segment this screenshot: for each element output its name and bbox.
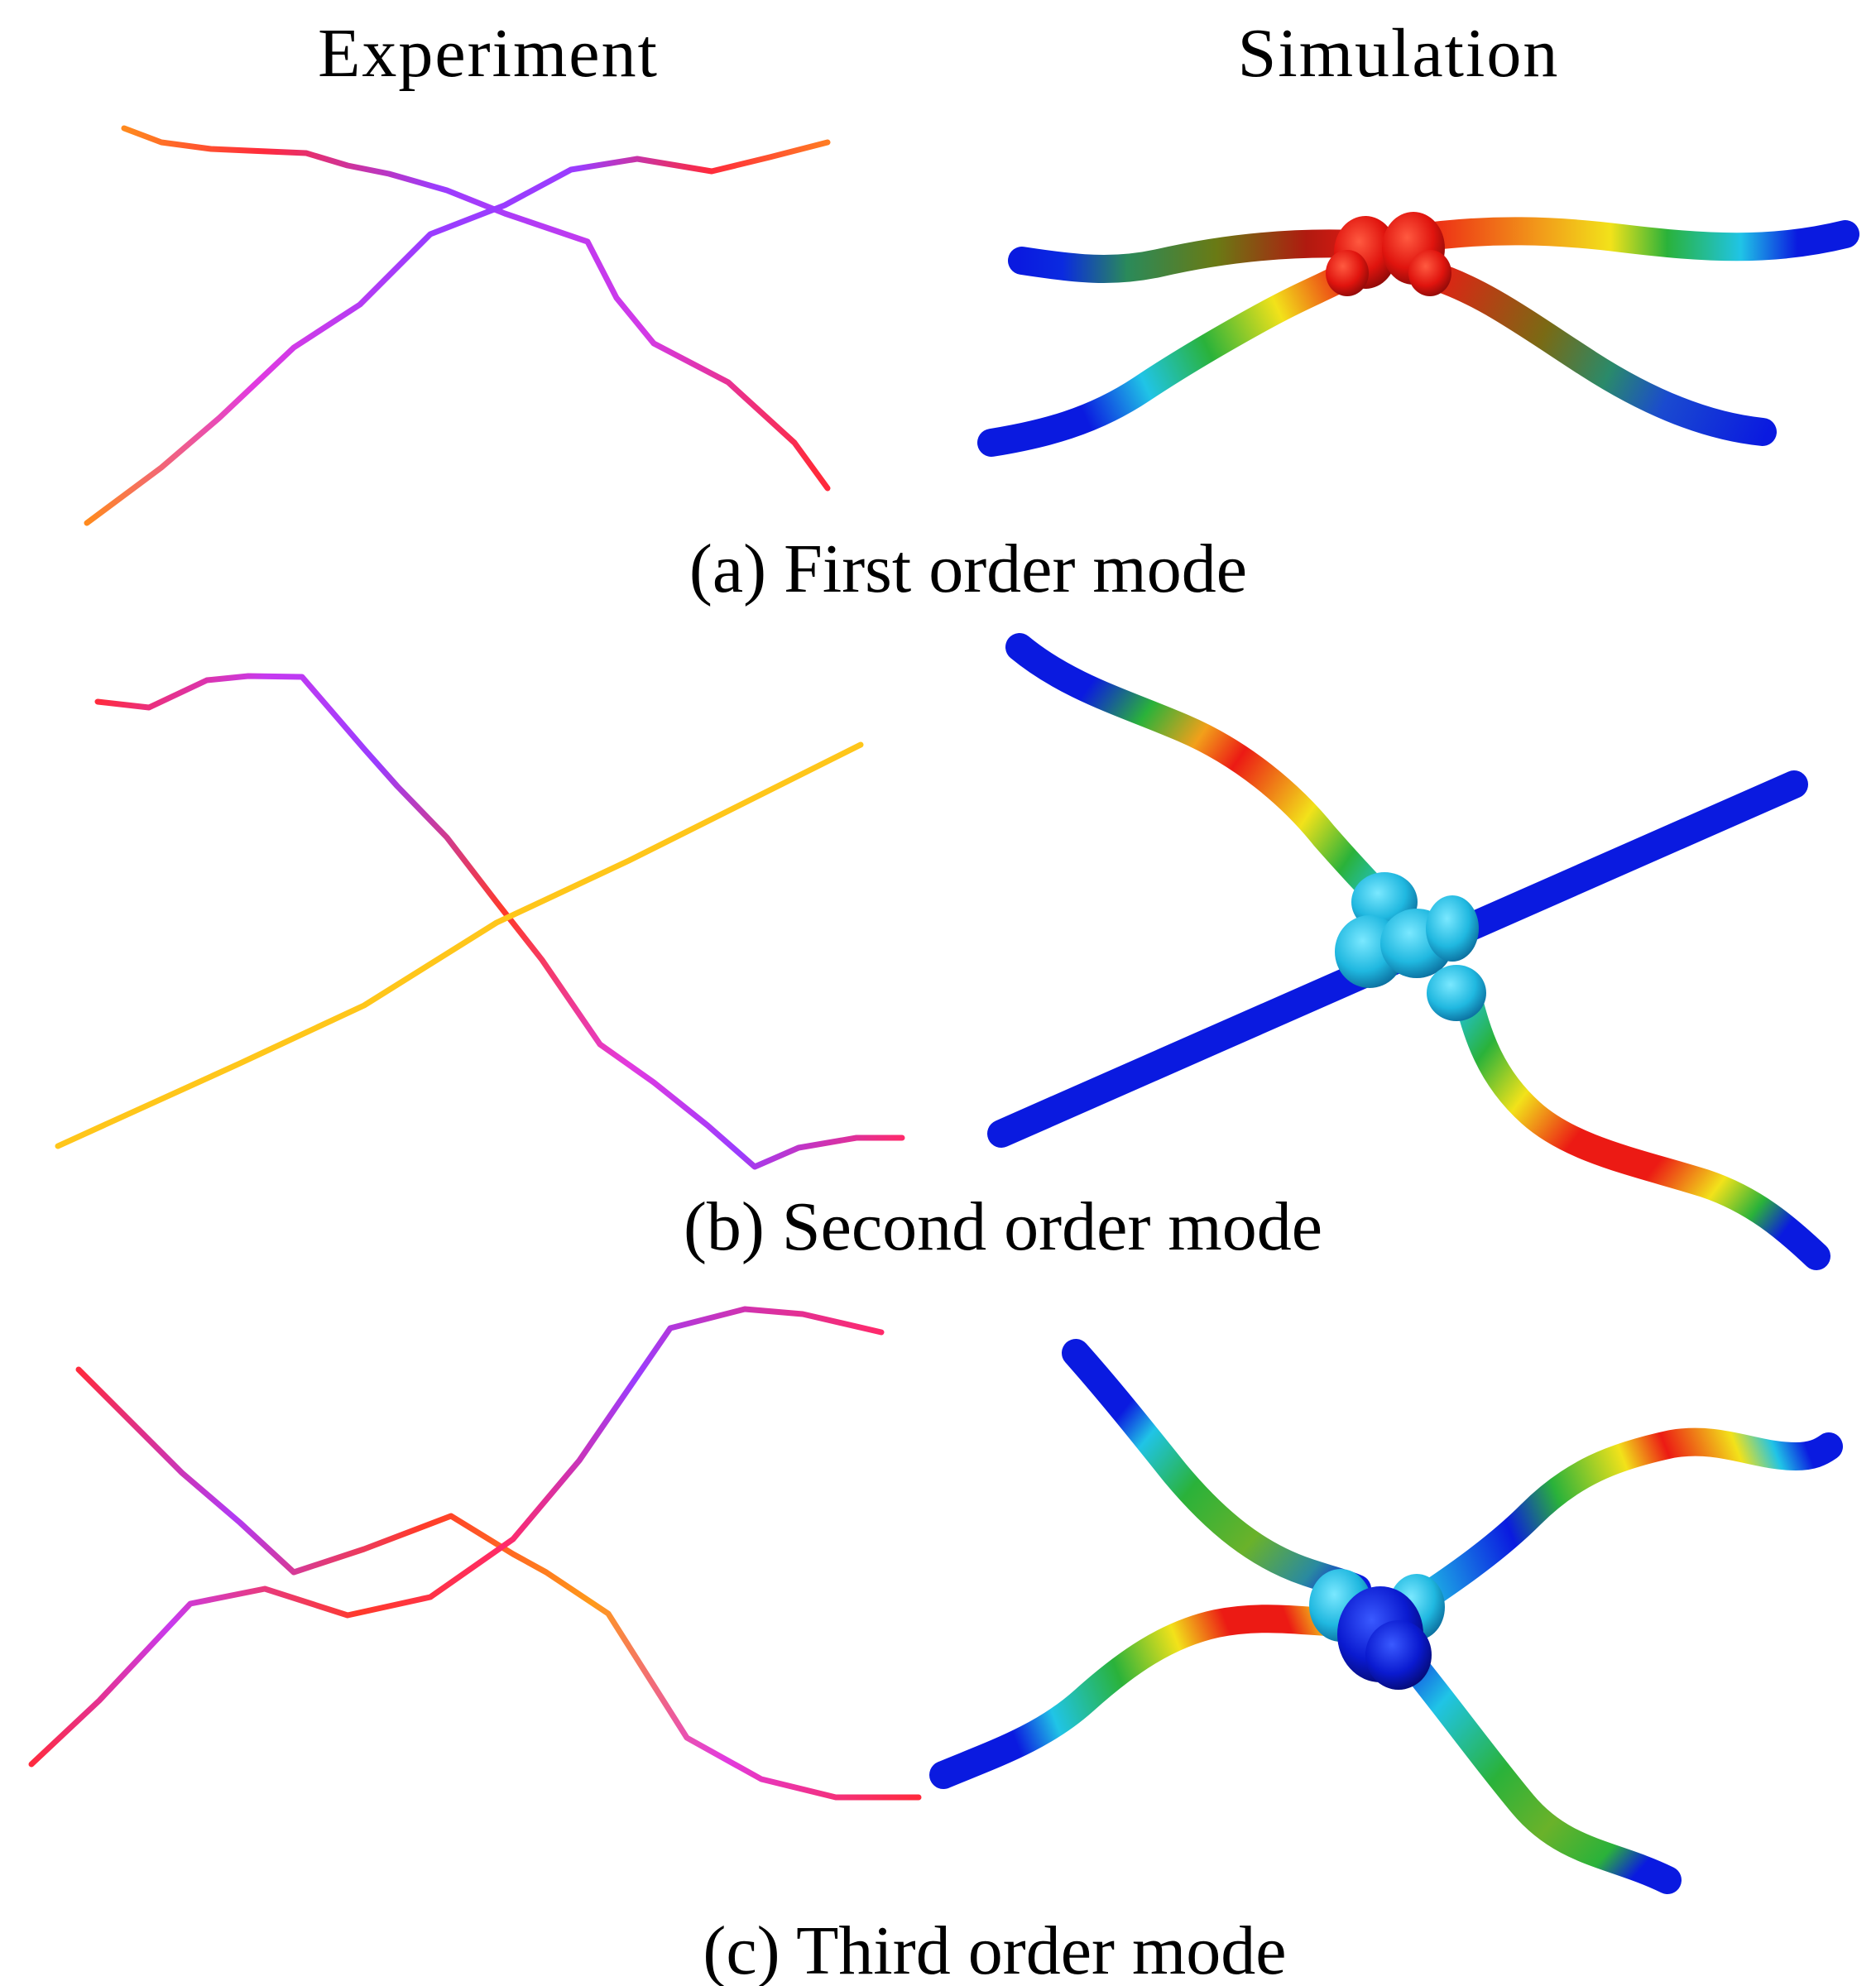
experiment-mode-c-line-1: [75, 1366, 922, 1801]
experiment-mode-b-line-1: [94, 673, 905, 1170]
simulation-mode-c-arm-lower-left: [929, 1605, 1367, 1789]
simulation-mode-c-arm-lower-right: [1384, 1633, 1682, 1894]
caption-b: (b) Second order mode: [684, 1188, 1322, 1265]
simulation-mode-a: [977, 212, 1859, 457]
experiment-mode-c: [28, 1306, 922, 1801]
experiment-mode-b-line-2: [55, 741, 864, 1149]
simulation-mode-a-arm-lower-left: [977, 259, 1363, 457]
simulation-mode-a-arm-left: [1008, 229, 1388, 283]
simulation-mode-b: [987, 633, 1830, 1270]
experiment-mode-a: [84, 125, 831, 526]
simulation-mode-b-arm-lower: [1452, 977, 1830, 1270]
simulation-mode-c-arm-upper-right: [1405, 1427, 1843, 1615]
simulation-mode-c: [929, 1339, 1843, 1894]
simulation-mode-a-arm-lower-right: [1416, 261, 1777, 446]
caption-a: (a) First order mode: [689, 530, 1247, 607]
simulation-mode-b-hub: [1335, 872, 1486, 1021]
caption-c: (c) Third order mode: [703, 1912, 1286, 1986]
simulation-mode-a-hub: [1326, 212, 1451, 296]
simulation-mode-c-arm-upper-left: [1062, 1339, 1371, 1603]
experiment-mode-c-line-2: [28, 1306, 885, 1768]
heading-experiment: Experiment: [318, 15, 659, 92]
simulation-mode-b-arm-upper: [1005, 633, 1394, 912]
simulation-mode-c-hub: [1309, 1569, 1445, 1690]
experiment-mode-b: [55, 673, 905, 1170]
experiment-mode-a-line-2: [84, 139, 831, 526]
experiment-mode-a-line-1: [121, 125, 831, 492]
heading-simulation: Simulation: [1238, 15, 1560, 92]
simulation-mode-a-arm-right: [1401, 217, 1859, 261]
